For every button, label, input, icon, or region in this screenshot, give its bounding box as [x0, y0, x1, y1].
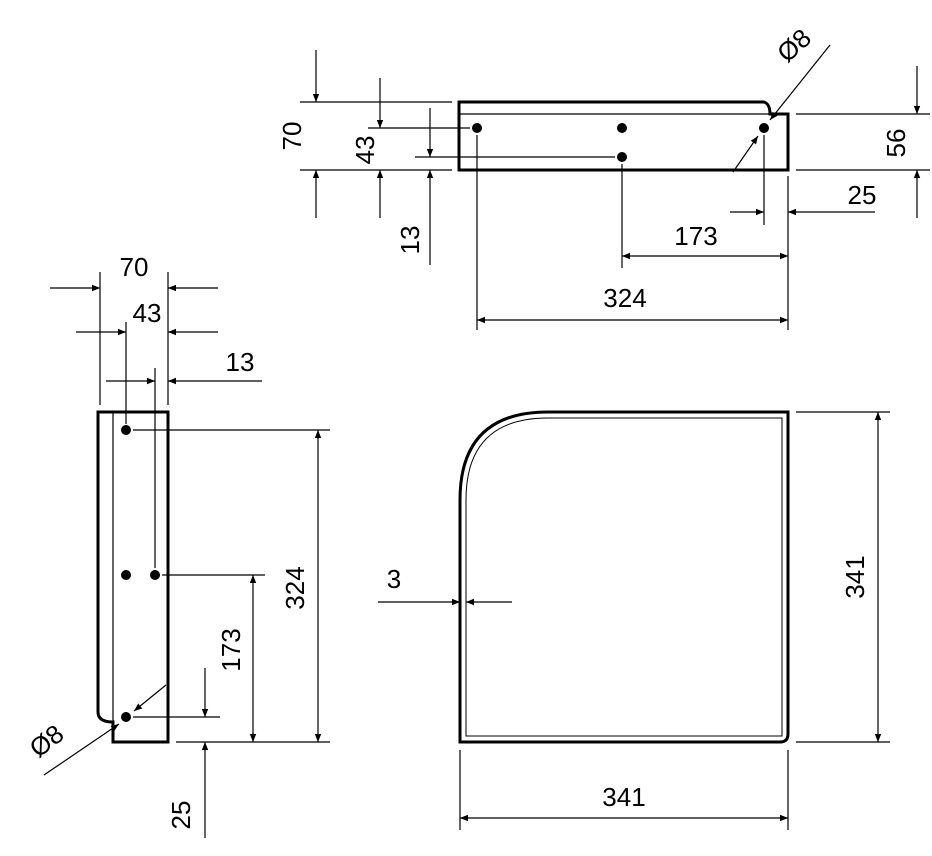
side-view-hole	[150, 570, 160, 580]
front-view: 3 341 341	[378, 410, 890, 830]
dim-56-label: 56	[881, 129, 911, 158]
dim-341-vertical-label: 341	[840, 555, 870, 598]
dim-324-label: 324	[280, 566, 310, 609]
side-view: 70 43 13 324 173 25 Ø8	[24, 252, 330, 838]
side-view-outline	[96, 410, 170, 744]
side-view-hole	[121, 570, 131, 580]
side-view-hole	[121, 425, 131, 435]
dim-13-label: 13	[226, 347, 255, 377]
dim-43-label: 43	[350, 136, 380, 165]
dim-25-label: 25	[166, 801, 196, 830]
front-view-outline	[458, 410, 790, 744]
dia8-leader	[43, 723, 120, 776]
dim-173-label: 173	[216, 628, 246, 671]
dim-3-label: 3	[387, 564, 401, 594]
dim-43-label: 43	[133, 298, 162, 328]
dia8-label: Ø8	[24, 718, 70, 763]
front-view-inner-edge	[465, 417, 783, 737]
dim-341-horizontal-label: 341	[602, 782, 645, 812]
dim-13-label: 13	[395, 226, 425, 255]
dim-25-label: 25	[848, 180, 877, 210]
top-view: 70 43 13 56 25 173 324 Ø8	[277, 23, 930, 330]
dia8-label: Ø8	[771, 23, 817, 69]
top-view-hole	[472, 123, 482, 133]
dim-70-label: 70	[120, 252, 149, 282]
dim-70-label: 70	[277, 122, 307, 151]
top-view-hole	[759, 123, 769, 133]
dia8-leader	[732, 135, 759, 173]
side-view-hole	[121, 712, 131, 722]
top-view-outline	[457, 100, 790, 172]
dim-173-label: 173	[674, 221, 717, 251]
top-view-hole	[617, 152, 627, 162]
top-view-hole	[617, 123, 627, 133]
dim-324-label: 324	[603, 283, 646, 313]
dia8-leader	[133, 684, 167, 712]
dia8-leader	[769, 44, 831, 121]
